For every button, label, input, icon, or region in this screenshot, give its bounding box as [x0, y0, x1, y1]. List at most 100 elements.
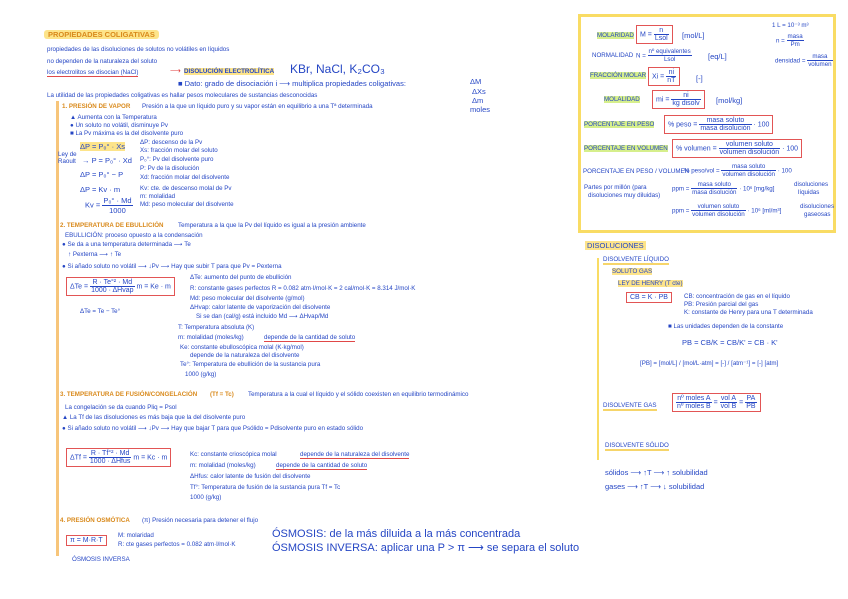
unit: [mg/kg]	[754, 185, 775, 193]
denominator: kg disolv	[672, 100, 700, 107]
note: depende de la cantidad de soluto	[276, 462, 368, 471]
section-bar	[597, 258, 599, 460]
definition: Te°: Temperatura de ebullición de la sus…	[180, 361, 321, 368]
note: líquidas	[798, 189, 820, 196]
utility-line: La utilidad de las propiedades coligativ…	[47, 92, 318, 99]
definition: Si se dan (cal/g) está incluido Md ⟶ ΔHv…	[196, 313, 329, 320]
definition: ΔP: descenso de la Pv	[140, 139, 203, 146]
formula: ΔP = P₀° · Xs	[80, 142, 125, 151]
section-def: Temperatura a la cual el líquido y el só…	[248, 391, 469, 398]
bullet: ● Si añado soluto no volátil ⟶ ↓Pv ⟶ Hay…	[62, 263, 282, 270]
denominator: 1000	[109, 206, 126, 215]
numerator: volumen soluto	[718, 141, 781, 149]
definition: Ke: constante ebulloscópica molal (K·kg/…	[180, 344, 304, 351]
denominator: 1000 · ΔHfus	[89, 458, 131, 465]
text-line: ÓSMOSIS INVERSA	[72, 556, 130, 563]
note: disoluciones	[794, 181, 829, 188]
formula-lhs: n =	[776, 37, 785, 45]
formula-rhs: · 100	[777, 167, 792, 175]
numerator: P₀° · Md	[102, 196, 133, 206]
ppm-label: disoluciones muy diluidas)	[588, 192, 661, 199]
concentration-panel	[578, 14, 836, 233]
label-porcentaje-peso-volumen: PORCENTAJE EN PESO / VOLUMEN	[583, 168, 690, 175]
note: disoluciones	[800, 203, 835, 210]
label-porcentaje-volumen: PORCENTAJE EN VOLUMEN	[584, 145, 668, 153]
definition: 1000 (g/kg)	[190, 494, 222, 501]
subheading: DISOLVENTE LÍQUIDO	[603, 256, 669, 266]
numerator: volumen soluto	[691, 203, 746, 212]
denominator: masa disolución	[700, 125, 751, 132]
label-molalidad: MOLALIDAD	[604, 96, 640, 104]
formula: ΔP = Kv · m	[80, 185, 121, 194]
definition: P: Pv de la disolución	[140, 165, 200, 172]
formula-lhs: ΔTe =	[70, 283, 89, 291]
definition: T: Temperatura absoluta (K)	[178, 324, 255, 331]
label-fraccion-molar: FRACCIÓN MOLAR	[590, 72, 647, 80]
prop-item: Δm	[472, 96, 484, 105]
definition: P₀°: Pv del disolvente puro	[140, 156, 214, 163]
definition: m: molalidad (moles/kg)	[178, 334, 244, 341]
section-bar	[56, 101, 59, 556]
formula-lhs: N =	[636, 52, 646, 60]
bullet: ▲ La Tf de las disoluciones es más baja …	[62, 414, 246, 421]
denominator: volumen disolución	[719, 149, 780, 156]
definition: K: constante de Henry para una T determi…	[684, 309, 813, 316]
disoluciones-heading: DISOLUCIONES	[585, 241, 646, 250]
unit: [ml/m³]	[762, 207, 782, 215]
prop-item: ΔM	[470, 77, 482, 86]
raoult-label: Ley de Raoult	[58, 151, 77, 166]
label-porcentaje-peso: PORCENTAJE EN PESO	[584, 121, 655, 129]
denominator: Lsol	[663, 56, 676, 64]
intro-line: propiedades de las disoluciones de solut…	[47, 46, 230, 53]
definition: Md: peso molecular del disolvente (g/mol…	[190, 295, 305, 302]
formula-rhs: · 10⁶	[739, 185, 753, 193]
formula-lhs: ppm =	[672, 207, 690, 215]
formula-lhs: densidad =	[775, 57, 806, 65]
label-molaridad: MOLARIDAD	[597, 32, 634, 40]
prop-item: ΔXs	[472, 87, 486, 96]
side-note: 1 L = 10⁻³ m³	[772, 22, 809, 29]
denominator: volumen	[808, 61, 832, 69]
denominator: volumen disolución	[722, 171, 775, 179]
formula-lhs: % peso =	[668, 121, 698, 129]
definition: ΔTe: aumento del punto de ebullición	[190, 274, 292, 281]
definition: Tf°: Temperatura de fusión de la sustanc…	[190, 484, 341, 491]
definition: R: cte gases perfectos = 0.082 atm·l/mol…	[118, 541, 236, 548]
numerator: masa soluto	[691, 181, 738, 190]
formula-lhs: ppm =	[672, 185, 690, 193]
denominator: PB	[746, 403, 756, 410]
label-normalidad: NORMALIDAD	[592, 52, 634, 59]
osmosis-inverse-note: ÓSMOSIS INVERSA: aplicar una P > π ⟶ se …	[272, 542, 580, 554]
numerator: masa	[807, 53, 833, 62]
ppm-label: Partes por millón (para	[584, 184, 647, 191]
definition: ΔHvap: calor latente de vaporización del…	[190, 304, 331, 311]
formula-box: CB = K · PB	[626, 292, 672, 303]
subheading: SOLUTO GAS	[612, 268, 653, 276]
denominator: Lsol	[654, 35, 668, 42]
bullet: ▲ Aumenta con la Temperatura	[70, 114, 157, 121]
denominator: nº moles B	[677, 403, 711, 410]
note: depende de la naturaleza del disolvente	[300, 451, 410, 460]
section-heading: 1. PRESIÓN DE VAPOR	[62, 103, 131, 110]
section-heading: 3. TEMPERATURA DE FUSIÓN/CONGELACIÓN	[60, 391, 198, 398]
denominator: vol B	[720, 403, 737, 410]
prop-item: moles	[470, 105, 491, 114]
numerator: nº equivalentes	[647, 48, 692, 57]
definition: depende de la naturaleza del disolvente	[190, 352, 300, 359]
definition: R: constante gases perfectos R = 0.082 a…	[190, 285, 416, 292]
formula-box: π = M·R·T	[66, 535, 107, 546]
arrow-icon: ⟶	[170, 66, 181, 75]
unit: [-]	[696, 74, 703, 83]
numerator: masa soluto	[721, 163, 776, 172]
formula: ΔP = P₀° − P	[80, 170, 124, 179]
formula: [PB] = [mol/L] / [mol/L·atm] = [-] / [at…	[640, 360, 779, 367]
definition: Xs: fracción molar del soluto	[140, 147, 218, 154]
